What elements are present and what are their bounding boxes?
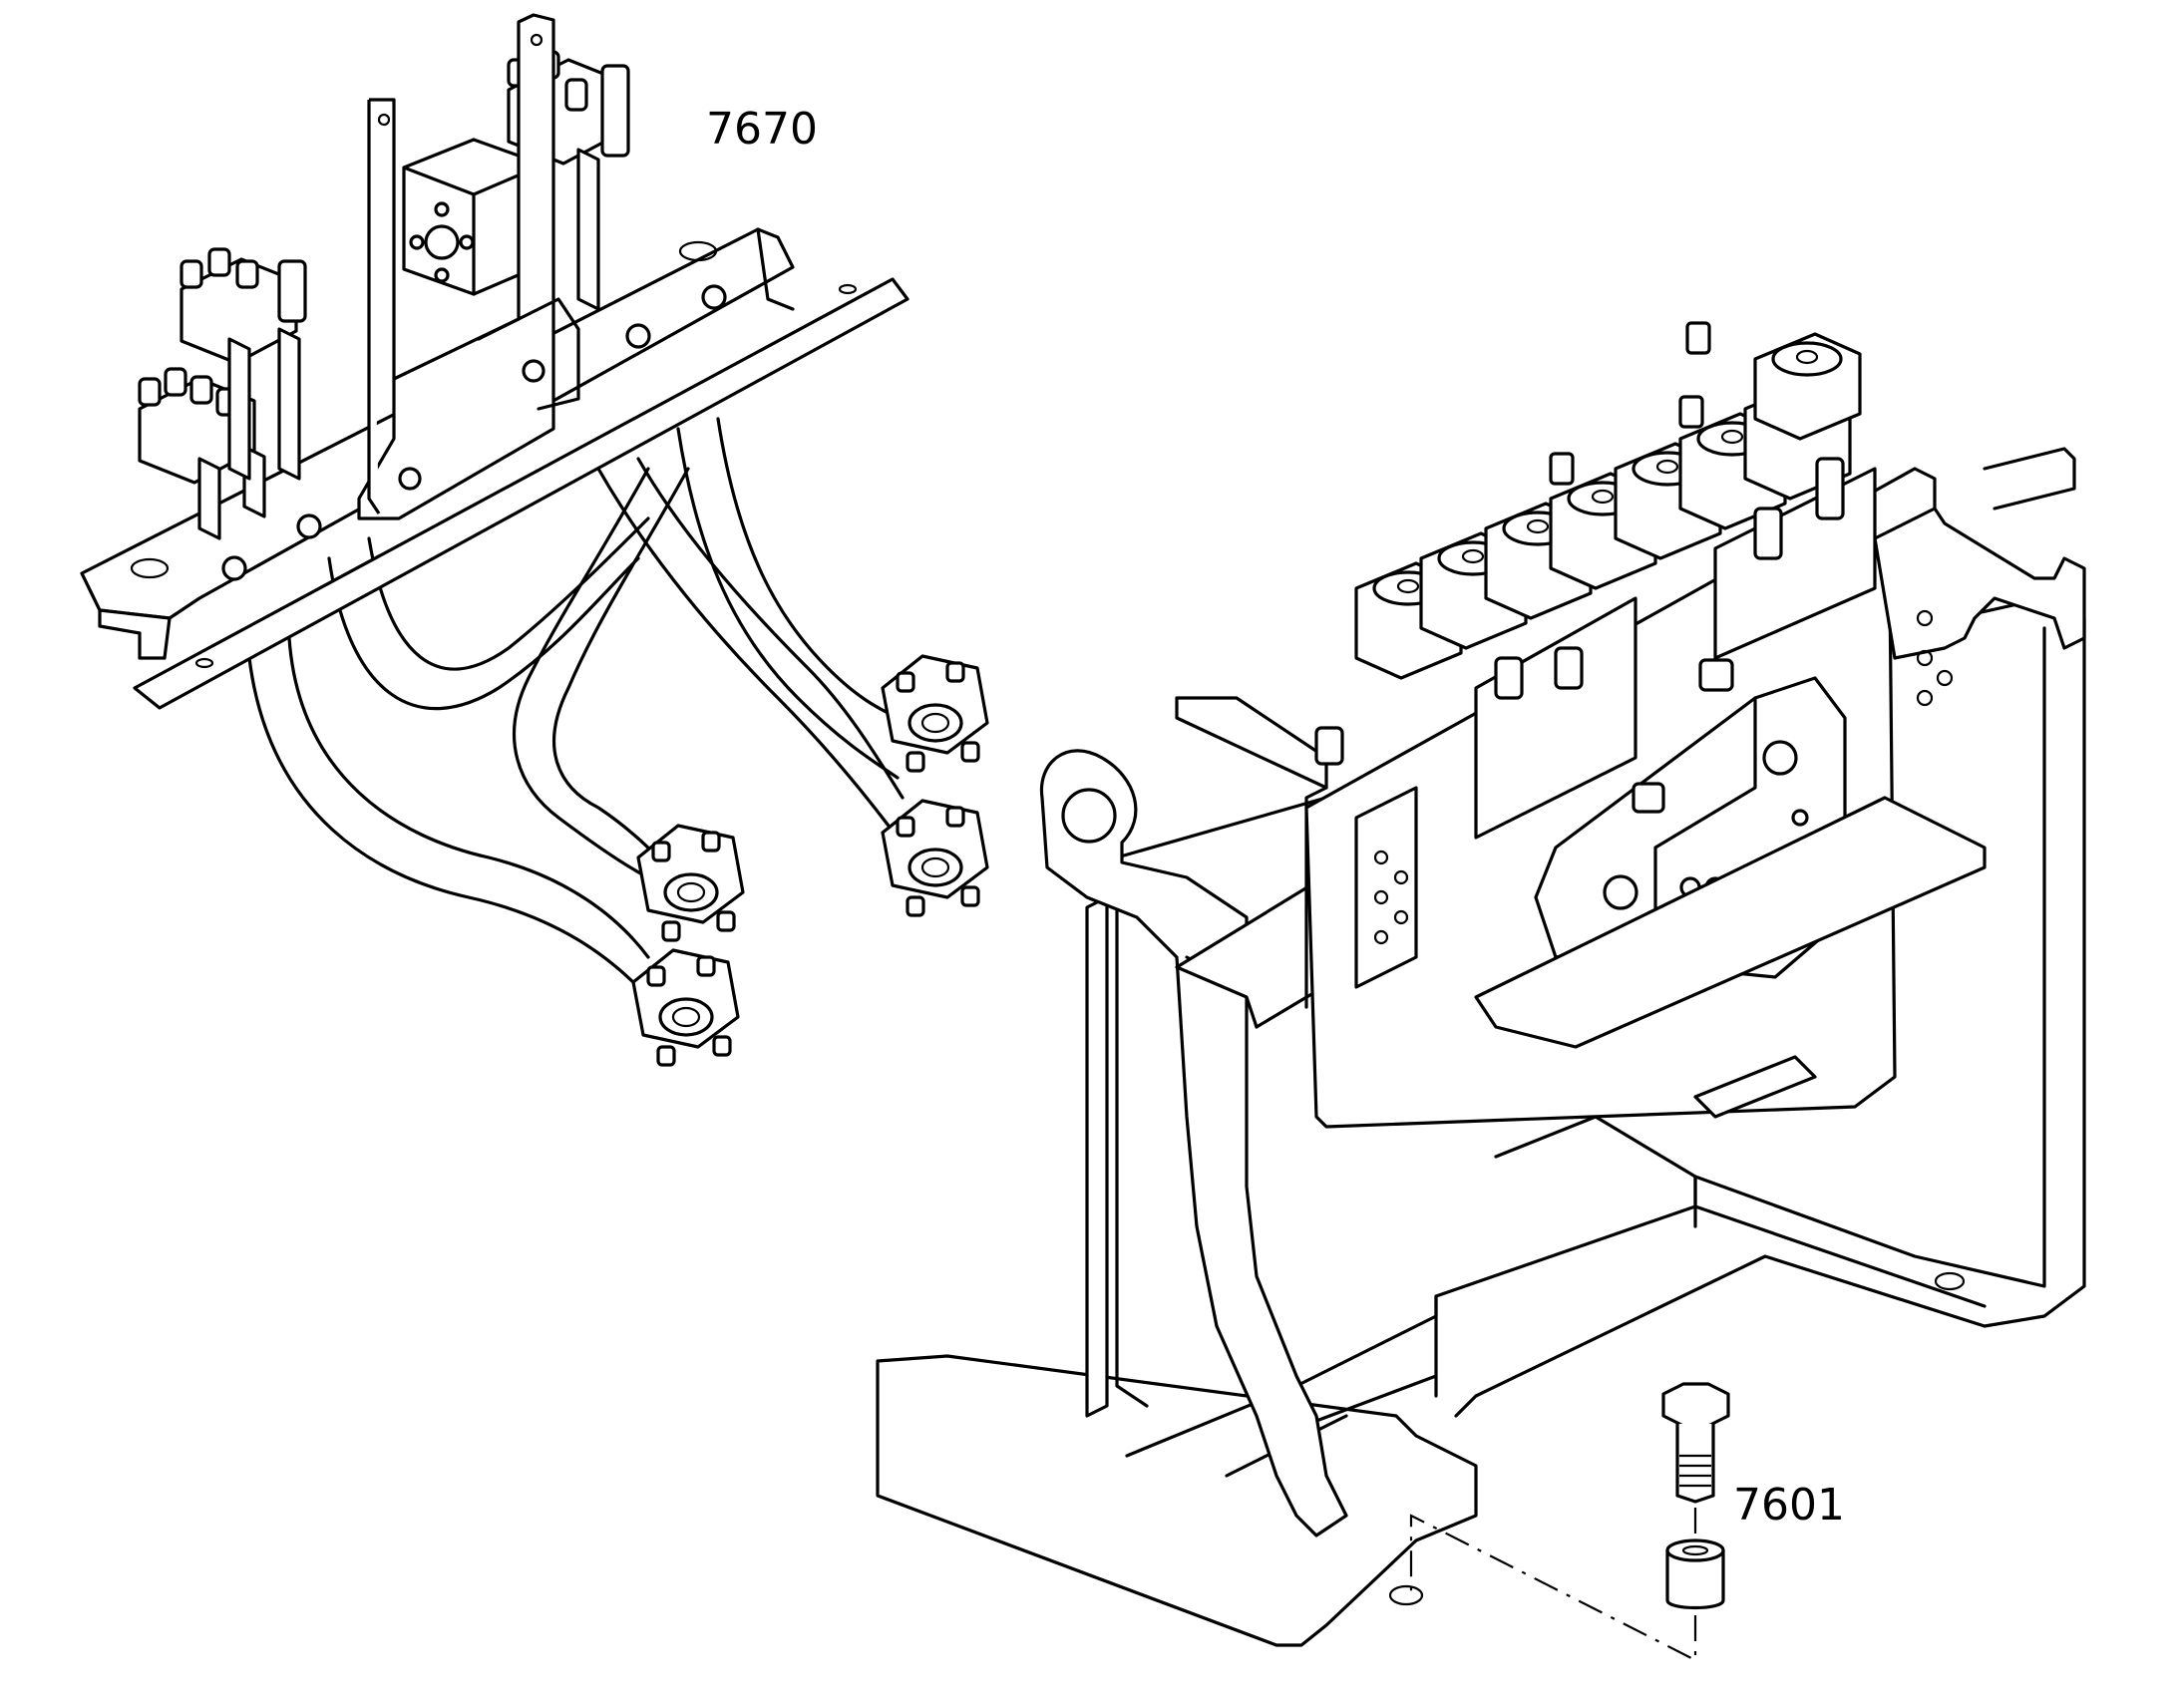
flange-fitting-2 (636, 824, 745, 942)
valve-section-8 (1753, 332, 1862, 441)
base-plate (876, 1354, 1478, 1647)
valve-stack (1314, 321, 1862, 766)
left-side-plate (1039, 749, 1348, 1537)
flange-fitting-1 (631, 948, 740, 1067)
valve-block-left (138, 367, 266, 540)
main-frame (876, 321, 2086, 1647)
hydraulic-pipes (247, 417, 905, 989)
bolt-head (1661, 1382, 1730, 1428)
hose-pipe-assembly (80, 13, 989, 1067)
valve-block-middle (180, 247, 307, 481)
assembly-centerline (1409, 1508, 1697, 1662)
bolt-shank (1675, 1424, 1715, 1504)
callout-7670: 7670 (706, 104, 818, 155)
support-bracket (357, 13, 580, 520)
callout-7601: 7601 (1733, 1480, 1845, 1531)
spacer-sleeve (1665, 1550, 1725, 1610)
flange-fitting-4 (881, 799, 989, 917)
bolt-and-spacer (1409, 1382, 1730, 1662)
flange-fitting-3 (881, 654, 989, 773)
right-side-plate (1873, 447, 2086, 707)
